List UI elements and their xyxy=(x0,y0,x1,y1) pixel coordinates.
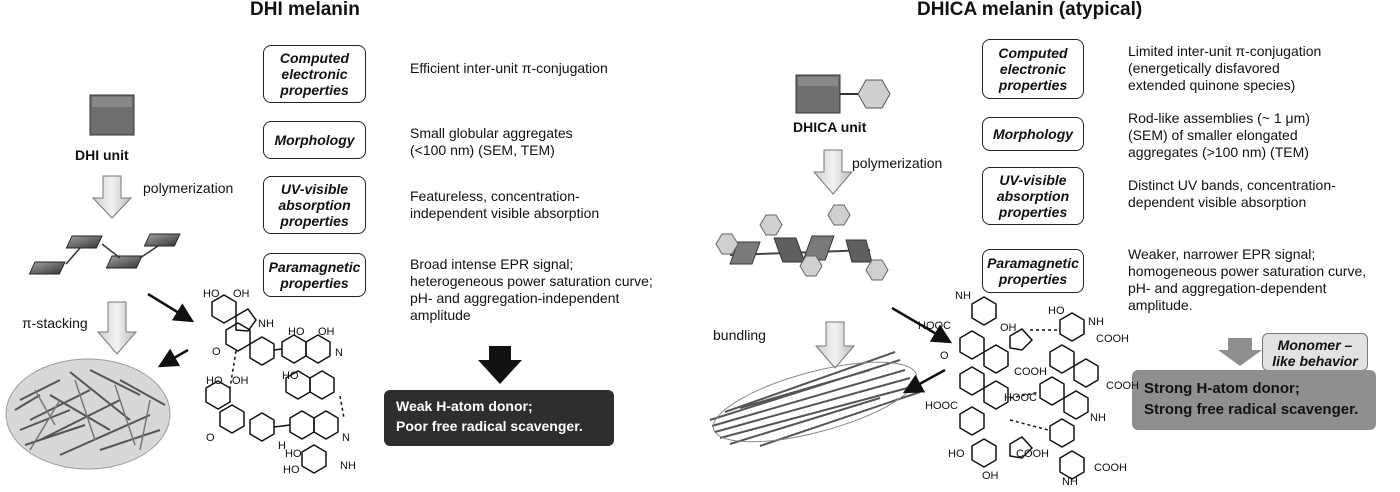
dhica-struct-label-o: O xyxy=(940,350,949,362)
polymerization-arrow-left xyxy=(91,175,133,219)
dhica-struct-label-oh: OH xyxy=(1000,322,1017,334)
dhica-unit-shape xyxy=(795,74,891,114)
dhica-struct-label-hooc: HOOC xyxy=(918,320,951,332)
dhi-struct-label-n-2: N xyxy=(342,432,350,444)
dhica-struct-label-ho-2: HO xyxy=(948,448,965,460)
dhica-computed-electronic-description: Limited inter-unit π-conjugation (energe… xyxy=(1128,43,1322,93)
dhi-struct-label-o-2: O xyxy=(206,432,215,444)
dhi-aggregate xyxy=(5,358,171,470)
dhi-computed-electronic-description: Efficient inter-unit π-conjugation xyxy=(410,60,608,76)
dhi-struct-label-oh: OH xyxy=(233,288,250,300)
dhica-struct-label-cooh-2: COOH xyxy=(1096,333,1129,345)
dhi-struct-label-oh-3: OH xyxy=(232,375,249,387)
bundling-label: bundling xyxy=(713,327,766,343)
dhica-struct-label-hooc-2: HOOC xyxy=(1004,392,1037,404)
dhica-conclusion-box: Strong H-atom donor; Strong free radical… xyxy=(1132,370,1376,430)
dhi-struct-label-oh-2: OH xyxy=(318,326,335,338)
dhi-struct-label-ho-6: HO xyxy=(283,464,300,476)
dhica-struct-label-ho: HO xyxy=(1048,305,1065,317)
dhica-struct-label-oh-2: OH xyxy=(982,470,999,482)
dhica-morphology-description: Rod-like assemblies (~ 1 μm) (SEM) of sm… xyxy=(1128,110,1310,160)
stacking-arrow xyxy=(96,301,138,355)
dhica-polymer-chain xyxy=(715,204,889,281)
dhi-struct-label-ho: HO xyxy=(203,288,220,300)
dhica-paramagnetic-description: Weaker, narrower EPR signal; homogeneous… xyxy=(1128,246,1367,313)
dhi-oligomer-structure xyxy=(205,294,345,474)
dhi-struct-label-ho-5: HO xyxy=(285,448,302,460)
arrow-to-bundles-right xyxy=(902,368,946,394)
polymerization-label-left: polymerization xyxy=(143,180,234,196)
dhi-morphology-description: Small globular aggregates (<100 nm) (SEM… xyxy=(410,125,573,158)
dhi-melanin-title: DHI melanin xyxy=(250,0,360,20)
dhi-unit-shape xyxy=(89,94,135,136)
dhi-struct-label-ho-4: HO xyxy=(206,375,223,387)
dhi-paramagnetic-description: Broad intense EPR signal; heterogeneous … xyxy=(410,256,653,323)
dhica-unit-label: DHICA unit xyxy=(793,119,867,135)
arrow-to-structure-left xyxy=(147,292,195,323)
dhi-struct-label-ho-2: HO xyxy=(288,326,305,338)
dhica-struct-label-cooh-4: COOH xyxy=(1016,448,1049,460)
dhica-morphology-box: Morphology xyxy=(982,117,1084,151)
dhica-struct-label-cooh-5: COOH xyxy=(1094,462,1127,474)
dhi-uv-visible-absorption-description: Featureless, concentration- independent … xyxy=(410,188,600,221)
polymerization-label-right: polymerization xyxy=(852,155,943,171)
dhi-conclusion-box: Weak H-atom donor; Poor free radical sca… xyxy=(384,390,614,446)
dhi-polymer-plates xyxy=(28,233,181,275)
monomer-like-behavior-box: Monomer – like behavior xyxy=(1262,333,1368,371)
dhica-struct-label-cooh: COOH xyxy=(1014,366,1047,378)
stacking-label: π-stacking xyxy=(22,315,88,331)
dhica-struct-label-nh: NH xyxy=(955,290,971,302)
polymerization-arrow-right xyxy=(812,149,854,195)
dhica-uv-visible-absorption-description: Distinct UV bands, concentration- depend… xyxy=(1128,177,1336,210)
dhi-morphology-box: Morphology xyxy=(263,121,366,159)
dhi-struct-label-nh-2: NH xyxy=(340,460,356,472)
dhi-struct-label-o: O xyxy=(212,346,221,358)
dhica-oligomer-structure xyxy=(959,296,1099,480)
dhica-bundles xyxy=(709,351,921,447)
conclusion-arrow-right xyxy=(1218,338,1262,366)
dhica-struct-label-hooc-3: HOOC xyxy=(925,400,958,412)
dhi-struct-label-nh: NH xyxy=(258,318,274,330)
dhica-struct-label-nh-2: NH xyxy=(1088,316,1104,328)
dhica-struct-label-nh-4: NH xyxy=(1062,476,1078,488)
dhi-struct-label-h: H xyxy=(278,440,286,452)
dhi-unit-label: DHI unit xyxy=(75,147,129,163)
arrow-to-structure-right xyxy=(891,306,953,344)
dhica-melanin-title: DHICA melanin (atypical) xyxy=(917,0,1143,20)
conclusion-arrow-left xyxy=(478,346,522,384)
arrow-to-aggregate-left xyxy=(157,348,189,368)
dhi-struct-label-n: N xyxy=(335,347,343,359)
bundling-arrow xyxy=(814,321,856,369)
dhi-struct-label-ho-3: HO xyxy=(282,370,299,382)
dhica-struct-label-nh-3: NH xyxy=(1090,412,1106,424)
dhica-struct-label-cooh-3: COOH xyxy=(1106,380,1139,392)
